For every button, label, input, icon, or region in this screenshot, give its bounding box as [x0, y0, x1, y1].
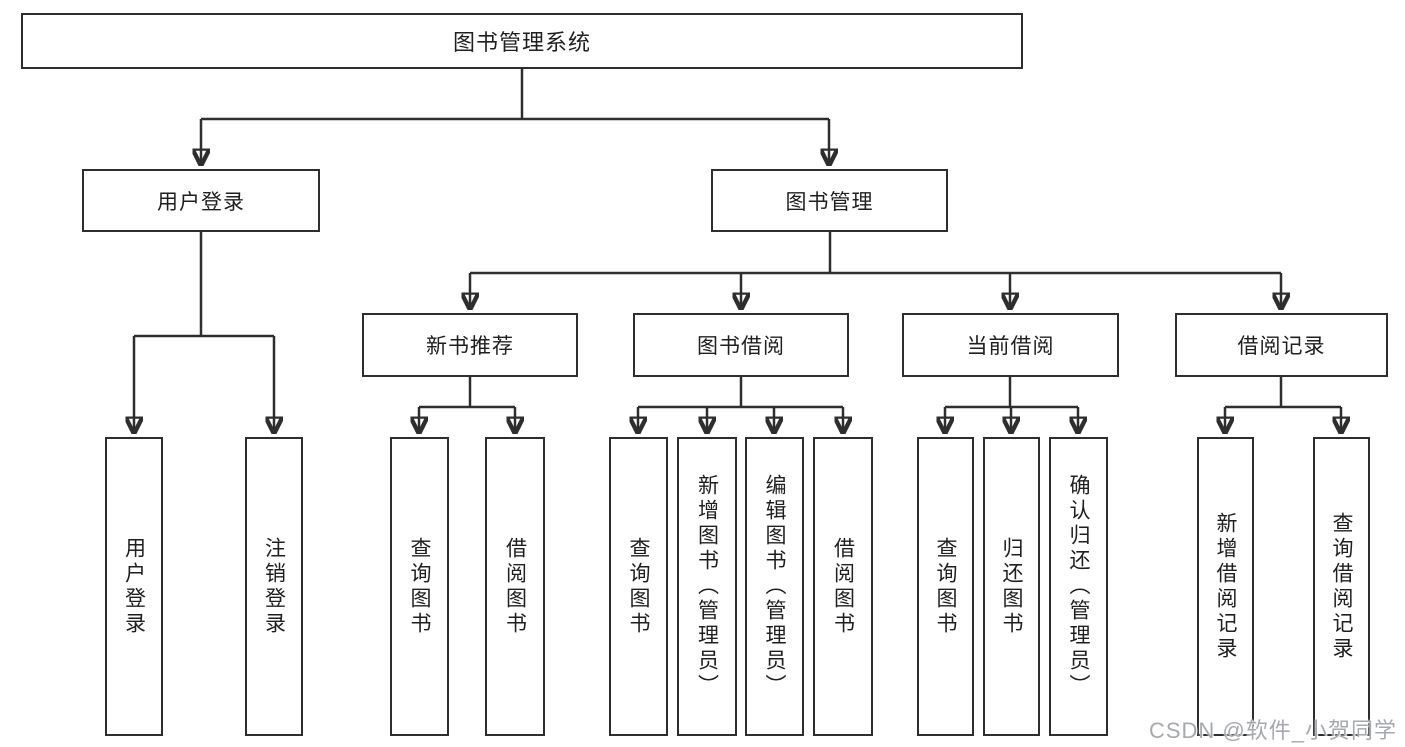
- node-book-borrow: 图书借阅: [633, 313, 849, 377]
- node-leaf-query-books-1: 查询图书: [390, 437, 449, 736]
- edge-book-mgmt-level2: [470, 232, 1281, 310]
- node-leaf-logout: 注销登录: [245, 437, 303, 736]
- edge-new-book-rec-children: [419, 377, 515, 434]
- leaf-label: 注销登录: [262, 536, 286, 637]
- edge-borrow-records-children: [1225, 377, 1341, 434]
- node-leaf-borrow-books-1: 借阅图书: [485, 437, 545, 736]
- node-leaf-user-login: 用户登录: [105, 437, 163, 736]
- leaf-label: 编辑图书（管理员）: [763, 474, 786, 699]
- node-user-login: 用户登录: [82, 169, 320, 232]
- leaf-label: 借阅图书: [831, 536, 855, 637]
- leaf-label: 新增图书（管理员）: [695, 474, 719, 699]
- leaf-label: 查询图书: [627, 536, 650, 637]
- node-leaf-query-borrow-record: 查询借阅记录: [1313, 437, 1370, 736]
- node-leaf-edit-book-admin: 编辑图书（管理员）: [745, 437, 804, 736]
- node-new-book-rec: 新书推荐: [362, 313, 578, 377]
- edge-book-borrow-children: [638, 377, 843, 434]
- node-leaf-query-books-2: 查询图书: [609, 437, 668, 736]
- leaf-label: 归还图书: [1000, 536, 1023, 637]
- leaf-label: 查询图书: [408, 536, 431, 637]
- node-leaf-add-book-admin: 新增图书（管理员）: [677, 437, 737, 736]
- node-leaf-query-books-3: 查询图书: [917, 437, 974, 736]
- edge-user-login-children: [134, 232, 274, 434]
- leaf-label: 新增借阅记录: [1214, 511, 1237, 662]
- leaf-label: 用户登录: [122, 536, 146, 637]
- node-leaf-add-borrow-record: 新增借阅记录: [1197, 437, 1254, 736]
- node-root: 图书管理系统: [21, 13, 1023, 69]
- node-leaf-return-book: 归还图书: [983, 437, 1040, 736]
- leaf-label: 查询图书: [934, 536, 957, 637]
- node-leaf-confirm-return-admin: 确认归还（管理员）: [1049, 437, 1108, 736]
- leaf-label: 查询借阅记录: [1330, 511, 1353, 662]
- edge-current-borrow-children: [945, 377, 1078, 434]
- edge-root-to-level1: [201, 68, 829, 166]
- node-current-borrow: 当前借阅: [902, 313, 1119, 377]
- leaf-label: 借阅图书: [503, 536, 527, 637]
- node-borrow-records: 借阅记录: [1175, 313, 1388, 377]
- node-leaf-borrow-books-2: 借阅图书: [813, 437, 873, 736]
- leaf-label: 确认归还（管理员）: [1067, 474, 1090, 699]
- node-book-mgmt: 图书管理: [711, 169, 948, 232]
